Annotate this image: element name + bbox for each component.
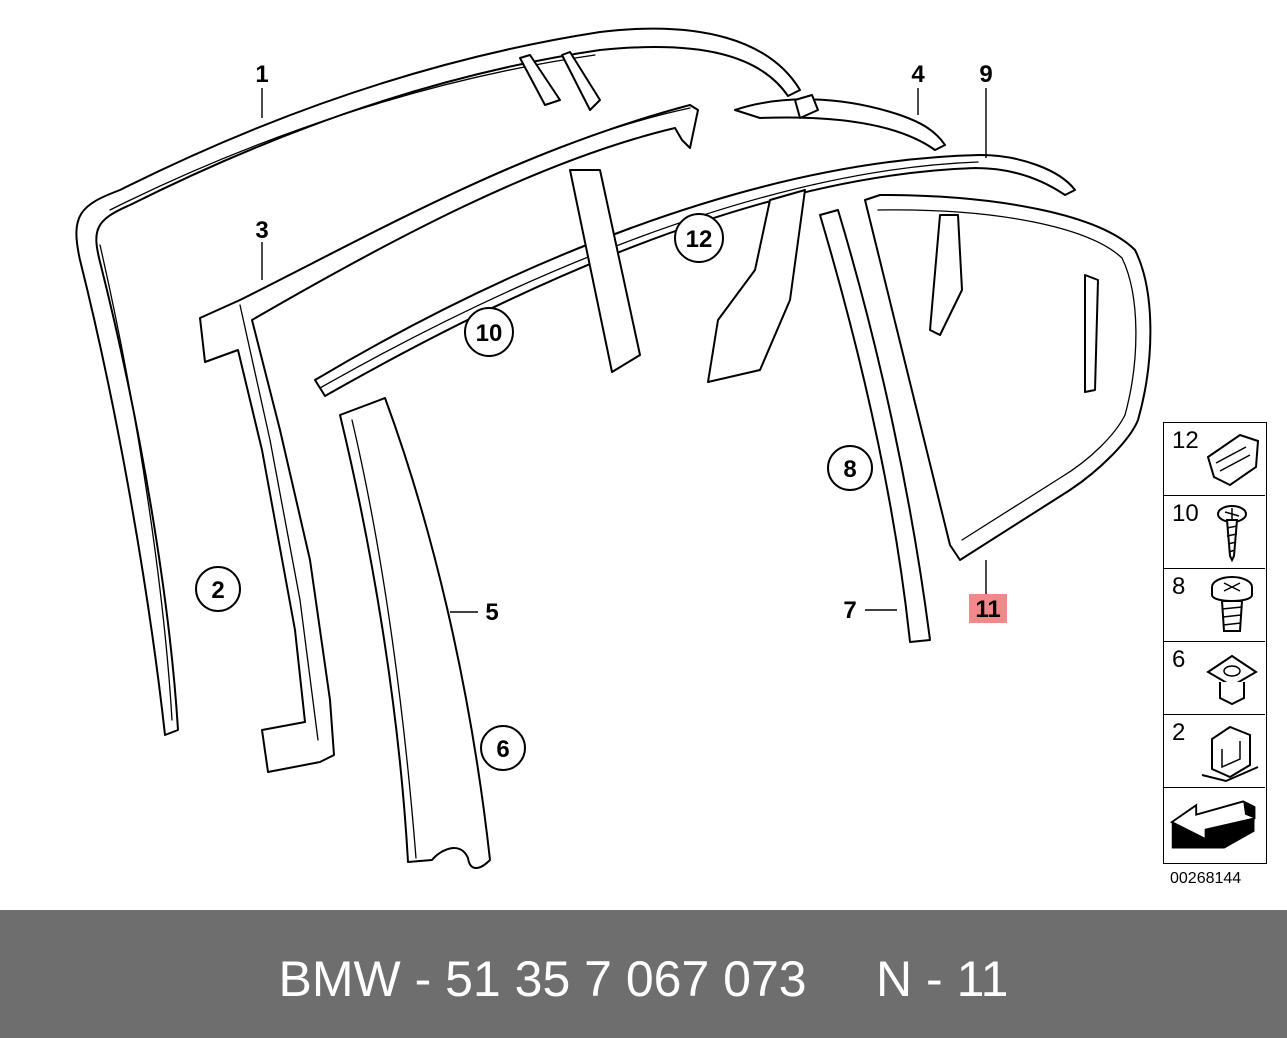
svg-text:9: 9 xyxy=(979,61,992,88)
svg-text:12: 12 xyxy=(686,226,713,253)
svg-text:7: 7 xyxy=(843,597,856,624)
callout-3: 3 xyxy=(255,217,269,280)
callout-8: 8 xyxy=(827,445,873,491)
callout-6: 6 xyxy=(480,725,526,771)
bolt-icon xyxy=(1211,576,1253,632)
callout-1: 1 xyxy=(255,61,269,118)
svg-text:6: 6 xyxy=(496,736,509,763)
legend-number: 10 xyxy=(1172,500,1199,527)
legend-number: 2 xyxy=(1172,719,1186,746)
part-11-quarter-glass[interactable] xyxy=(864,194,1152,561)
callout-5: 5 xyxy=(450,599,499,626)
legend-item-bolt[interactable]: 8 xyxy=(1164,569,1265,642)
highlight-box xyxy=(969,594,1007,623)
legend-item-nut[interactable]: 6 xyxy=(1164,642,1265,715)
callout-7: 7 xyxy=(843,597,897,624)
part-1-frame-seal[interactable] xyxy=(75,27,801,736)
fastener-legend: 12 10 8 6 2 xyxy=(1163,422,1267,864)
bracket-clip-icon xyxy=(1201,725,1259,783)
part-number-text: BMW - 51 35 7 067 073 N - 11 xyxy=(278,951,1009,1007)
callout-11-highlighted[interactable]: 11 xyxy=(969,560,1007,623)
screw-icon xyxy=(1217,505,1247,563)
legend-number: 12 xyxy=(1172,427,1199,454)
footer-bar: BMW - 51 35 7 067 073 N - 11 xyxy=(0,910,1287,1038)
svg-text:2: 2 xyxy=(211,577,224,604)
svg-text:10: 10 xyxy=(476,320,503,347)
clip-icon xyxy=(1206,433,1260,487)
callout-10: 10 xyxy=(464,307,514,357)
legend-item-clip[interactable]: 12 xyxy=(1164,423,1265,496)
part-12-channel[interactable] xyxy=(569,169,806,383)
part-7-rear-strip[interactable] xyxy=(819,209,931,643)
svg-text:11: 11 xyxy=(975,596,1000,623)
nut-icon xyxy=(1206,654,1258,706)
legend-item-screw[interactable]: 10 xyxy=(1164,496,1265,569)
direction-arrow-icon xyxy=(1169,800,1256,849)
callout-9: 9 xyxy=(979,61,993,158)
part-5-pillar-trim[interactable] xyxy=(339,397,491,869)
part-3-window-channel[interactable] xyxy=(199,104,699,773)
svg-text:5: 5 xyxy=(485,599,498,626)
svg-text:3: 3 xyxy=(255,217,268,244)
callout-12: 12 xyxy=(674,213,724,263)
svg-text:8: 8 xyxy=(843,456,856,483)
parts-diagram: 1 3 4 9 5 7 2 6 8 10 12 11 xyxy=(75,27,1152,869)
callout-4: 4 xyxy=(911,61,925,115)
legend-number: 8 xyxy=(1172,573,1186,600)
legend-item-direction[interactable] xyxy=(1164,788,1265,861)
legend-item-bracket-clip[interactable]: 2 xyxy=(1164,715,1265,788)
svg-text:1: 1 xyxy=(255,61,268,88)
callout-2: 2 xyxy=(195,566,241,612)
svg-text:4: 4 xyxy=(911,61,925,88)
part-4-upper-trim[interactable] xyxy=(734,94,946,151)
legend-number: 6 xyxy=(1172,646,1186,673)
diagram-id-label: 00268144 xyxy=(1170,870,1242,887)
